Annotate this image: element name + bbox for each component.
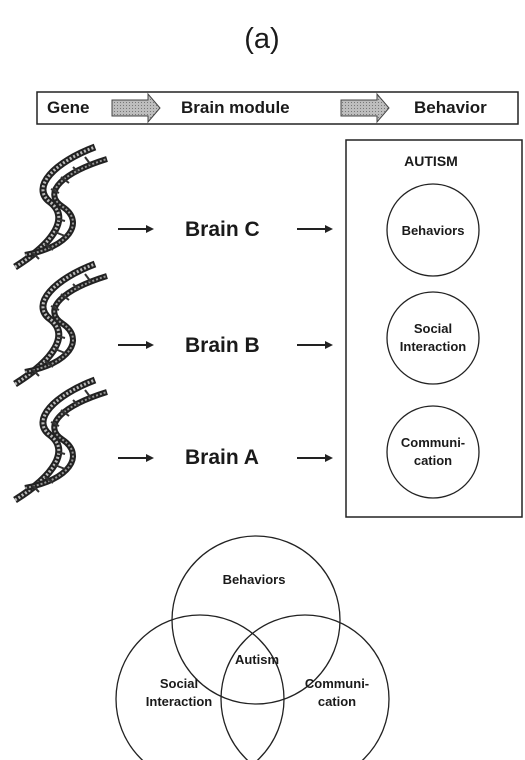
dna-row-c: Brain C [15, 147, 333, 267]
brain-c-label: Brain C [185, 218, 260, 241]
pipeline-bar: Gene Brain module Behavior [37, 92, 518, 124]
block-arrow-icon [341, 94, 389, 122]
right-arrow-icon [297, 454, 333, 462]
dna-helix-icon [15, 147, 107, 267]
dna-helix-icon [15, 380, 107, 500]
dna-helix-icon [15, 264, 107, 384]
venn-social-label-line2: Interaction [146, 694, 213, 709]
behaviors-circle-label: Behaviors [402, 223, 465, 238]
pipeline-gene-label: Gene [47, 98, 90, 117]
dna-row-b: Brain B [15, 264, 333, 384]
right-arrow-icon [118, 225, 154, 233]
communication-circle-label-line2: cation [414, 453, 452, 468]
right-arrow-icon [118, 341, 154, 349]
social-circle-label-line2: Interaction [400, 339, 467, 354]
autism-box: AUTISM Behaviors Social Interaction Comm… [346, 140, 522, 517]
right-arrow-icon [297, 225, 333, 233]
venn-autism-label: Autism [235, 652, 279, 667]
pipeline-behavior-label: Behavior [414, 98, 487, 117]
venn-social-label-line1: Social [160, 676, 198, 691]
pipeline-brain-module-label: Brain module [181, 98, 290, 117]
social-circle-label-line1: Social [414, 321, 452, 336]
right-arrow-icon [118, 454, 154, 462]
venn-communication-label-line2: cation [318, 694, 356, 709]
dna-row-a: Brain A [15, 380, 333, 500]
brain-a-label: Brain A [185, 446, 259, 469]
venn-diagram: Behaviors Social Interaction Communi- ca… [116, 536, 389, 760]
panel-label: (a) [244, 23, 279, 55]
autism-title: AUTISM [404, 153, 458, 169]
venn-behaviors-label: Behaviors [223, 572, 286, 587]
communication-circle [387, 406, 479, 498]
venn-communication-label-line1: Communi- [305, 676, 369, 691]
right-arrow-icon [297, 341, 333, 349]
venn-social-circle [116, 615, 284, 760]
social-interaction-circle [387, 292, 479, 384]
brain-b-label: Brain B [185, 334, 260, 357]
block-arrow-icon [112, 94, 160, 122]
communication-circle-label-line1: Communi- [401, 435, 465, 450]
